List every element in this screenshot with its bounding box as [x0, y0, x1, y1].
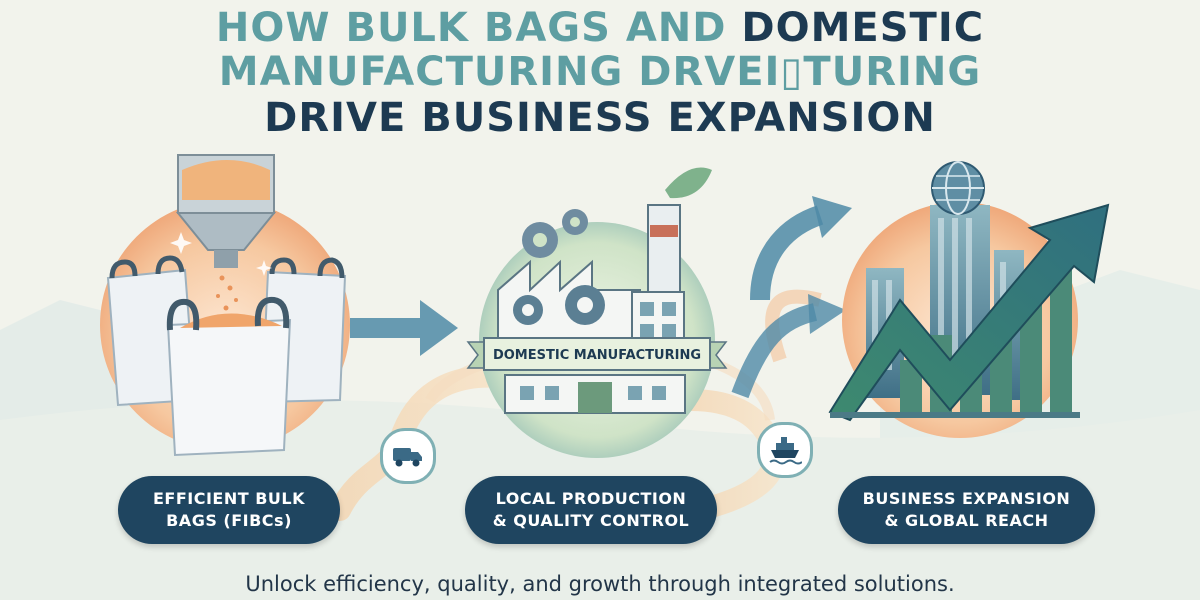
step-1-line-2: BAGS (FIBCs) [166, 511, 292, 530]
step-3-label: BUSINESS EXPANSION & GLOBAL REACH [838, 476, 1095, 544]
tagline: Unlock efficiency, quality, and growth t… [245, 572, 955, 596]
arrow-up-1 [750, 205, 824, 301]
title-line-2: MANUFACTURING DRVEI▯TURING [218, 49, 982, 95]
step-1-line-1: EFFICIENT BULK [152, 489, 306, 508]
step-2-label: LOCAL PRODUCTION & QUALITY CONTROL [465, 476, 717, 544]
step-1-label: EFFICIENT BULK BAGS (FIBCs) [118, 476, 340, 544]
truck-icon [380, 428, 436, 484]
step-3-line-2: & GLOBAL REACH [884, 511, 1049, 530]
factory-banner-text: DOMESTIC MANUFACTURING [493, 348, 701, 363]
growth-chart-globe-icon [828, 161, 1110, 438]
arrow-up-2 [731, 303, 818, 399]
title-line-1-part-1: HOW BULK BAGS AND [215, 5, 742, 51]
arrow-right-1 [350, 300, 458, 356]
step-3-line-1: BUSINESS EXPANSION [862, 489, 1071, 508]
ship-icon [757, 422, 813, 478]
title-line-1: HOW BULK BAGS AND DOMESTIC [0, 6, 1200, 50]
step-2-line-1: LOCAL PRODUCTION [495, 489, 687, 508]
title-line-1-part-2: DOMESTIC [741, 5, 985, 51]
bulk-bags-hopper-icon [100, 154, 350, 457]
factory-gears-icon: DOMESTIC MANUFACTURING [466, 167, 728, 458]
step-2-line-2: & QUALITY CONTROL [492, 511, 690, 530]
title-line-3: DRIVE BUSINESS EXPANSION [264, 95, 936, 141]
